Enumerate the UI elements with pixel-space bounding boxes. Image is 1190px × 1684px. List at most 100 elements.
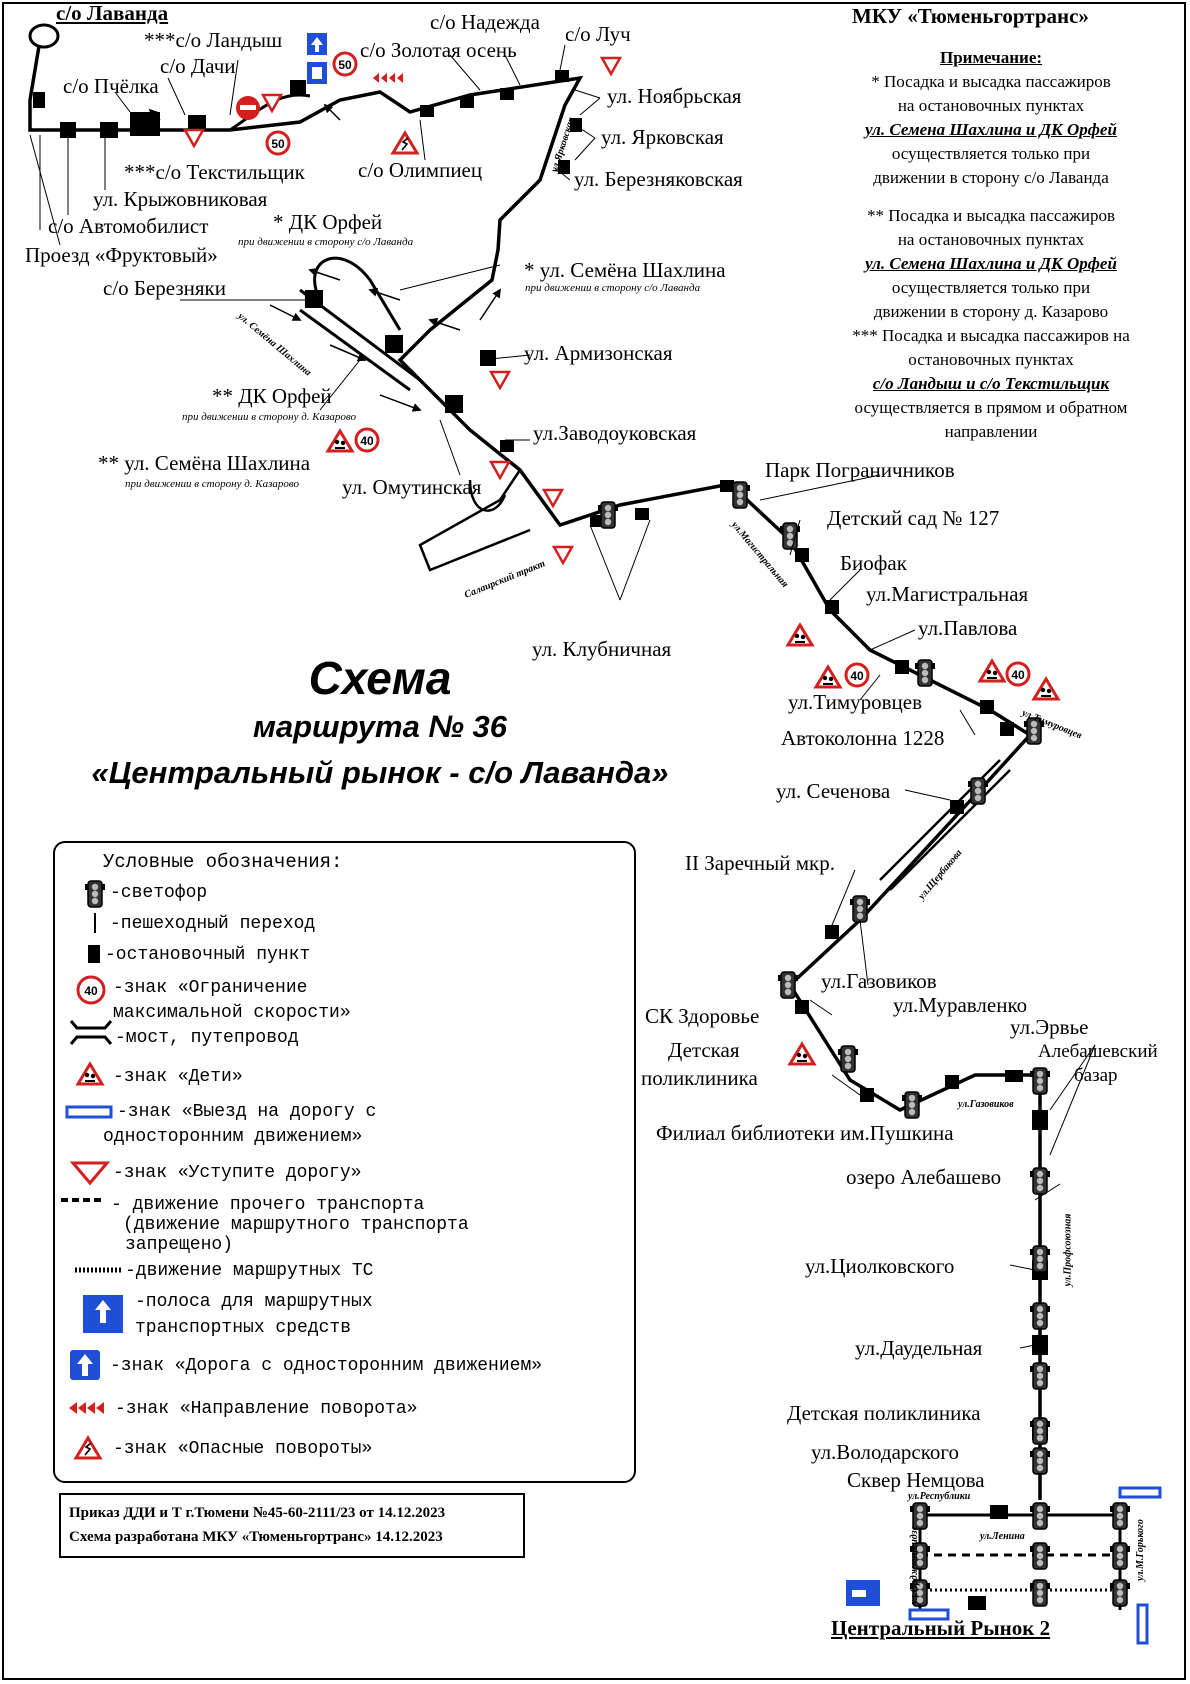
remark-line: * Посадка и высадка пассажиров [871,72,1111,91]
stop-label: Проезд «Фруктовый» [25,243,218,267]
remark-stops: с/о Ландыш и с/о Текстильщик [872,374,1110,393]
scheme-title: Схема маршрута № 36 «Центральный рынок -… [20,652,740,796]
stop-label: ***с/о Ландыш [144,28,283,52]
road-sign-markers [183,33,1162,1645]
remark-line: осуществляется только при [891,144,1091,163]
stop-label: ул.Газовиков [821,969,937,993]
remark-line: на остановочных пунктах [897,230,1085,249]
stop-note: при движении в сторону с/о Лаванда [238,236,414,248]
stop-label: ул.Муравленко [893,993,1028,1017]
speed-limit-value: 50 [271,137,285,151]
stop-label: ул.Магистральная [866,582,1029,606]
stop-label: ул. Березняковская [574,167,743,191]
speed-limit-value: 40 [360,434,374,448]
stop-label: Филиал библиотеки им.Пушкина [656,1121,954,1145]
stop-label: с/о Золотая осень [360,38,517,62]
legend-item-one-way-road: -знак «Дорога с односторонним движением» [110,1356,543,1376]
stop-label: поликлиника [641,1066,758,1090]
speed-limit-value: 40 [1011,668,1025,682]
title-line: Схема [308,652,452,704]
legend-item-other-traffic: (движение маршрутного транспорта [123,1215,469,1235]
street-label: ул.Орджоникидзе [909,1525,921,1605]
legend-item-bus-lane: транспортных средств [135,1318,352,1338]
legend-item-bus-lane: -полоса для маршрутных [135,1292,373,1312]
legend-item-crosswalk: -пешеходный переход [110,914,316,934]
stop-label: Детская поликлиника [787,1401,981,1425]
legend-item-one-way-exit: односторонним движением» [103,1127,363,1147]
stop-label: ул. Армизонская [524,341,673,365]
remark-stops: ул. Семена Шахлина и ДК Орфей [865,120,1117,139]
stop-label: с/о Автомобилист [48,214,209,238]
legend-item-bridge: -мост, путепровод [115,1028,299,1048]
street-label: ул.Республики [908,1491,971,1502]
stop-label: ул.Заводоуковская [533,421,697,445]
stop-label: с/о Лаванда [56,1,169,25]
title-line: маршрута № 36 [252,709,508,744]
stop-label: ул. Омутинская [342,475,482,499]
stop-label: ул.Циолковского [805,1254,955,1278]
remark-line: осуществляется в прямом и обратном [854,398,1128,417]
stop-label: ул.Володарского [811,1440,959,1464]
stop-label: * ул. Семёна Шахлина [524,258,726,282]
legend-item-turn-direction: -знак «Направление поворота» [115,1399,418,1419]
stop-label: Биофак [840,551,907,575]
stop-label: ул. Ярковская [601,125,724,149]
speed-limit-value: 40 [850,669,864,683]
legend-item-one-way-exit: -знак «Выезд на дорогу с [117,1102,377,1122]
stop-note: при движении в сторону д. Казарово [182,411,356,423]
leader-lines [29,44,1096,1349]
organization-name: МКУ «Тюменьгортранс» [852,4,1089,28]
legend-item-bus-stop: -остановочный пункт [105,945,311,965]
legend-item-dangerous-turns: -знак «Опасные повороты» [113,1439,373,1459]
svg-text:40: 40 [84,984,98,998]
stop-label: ул.Тимуровцев [788,690,923,714]
stop-label: с/о Луч [565,22,631,46]
title-line: «Центральный рынок - с/о Лаванда» [91,755,669,790]
stop-label: ул.Даудельная [855,1336,983,1360]
remark-line: остановочных пунктах [908,350,1074,369]
stop-label: СК Здоровье [645,1004,760,1028]
legend-item-children: -знак «Дети» [113,1067,243,1087]
stop-label: с/о Олимпиец [358,158,483,182]
legend-item-traffic-light: -светофор [110,883,208,903]
stop-label: с/о Дачи [160,54,236,78]
legend-item-speed-limit: -знак «Ограничение [113,978,308,998]
stop-note: при движении в сторону с/о Лаванда [525,282,701,294]
stop-label: ** ул. Семёна Шахлина [98,451,311,475]
stop-label: ул.Эрвье [1010,1015,1089,1039]
speed-limit-value: 50 [338,58,352,72]
remark-line: ** Посадка и высадка пассажиров [866,206,1116,225]
remark-line: на остановочных пунктах [897,96,1085,115]
stop-label: ***с/о Текстильщик [124,160,305,184]
legend-item-route-movement: -движение маршрутных ТС [125,1261,374,1281]
remarks-block: Примечание: * Посадка и высадка пассажир… [812,46,1170,444]
stop-label: Сквер Немцова [847,1468,985,1492]
remark-line: движении в сторону д. Казарово [873,302,1109,321]
developed-text: Схема разработана МКУ «Тюменьгортранс» 1… [69,1529,443,1545]
remark-line: осуществляется только при [891,278,1091,297]
legend-heading: Условные обозначения: [103,851,343,873]
remark-line: направлении [944,422,1038,441]
stop-label: Центральный Рынок 2 [831,1616,1051,1640]
remark-stops: ул. Семена Шахлина и ДК Орфей [865,254,1117,273]
street-label: ул.М.Горького [1134,1519,1146,1581]
legend-panel: Условные обозначения: 40 -светофор -пеше… [53,841,636,1483]
stop-label: Детская [668,1038,740,1062]
street-label: ул.Газовиков [958,1099,1014,1110]
stop-label: II Заречный мкр. [685,851,836,875]
remark-line: движении в сторону с/о Лаванда [873,168,1109,187]
bus-stop-markers [33,70,1048,1610]
order-box: Приказ ДДИ и Т г.Тюмени №45-60-2111/23 о… [59,1493,525,1558]
stop-label: * ДК Орфей [273,210,383,234]
stop-label: ** ДК Орфей [212,384,332,408]
stop-label: озеро Алебашево [846,1165,1002,1189]
stop-label: базар [1074,1065,1118,1086]
stop-label: с/о Надежда [430,10,540,34]
stop-label: с/о Пчёлка [63,74,159,98]
legend-icons: 40 [61,880,123,1460]
legend-item-other-traffic: запрещено) [125,1235,234,1255]
street-label: ул.Ленина [980,1531,1025,1542]
stop-label: Парк Пограничников [765,458,955,482]
remark-line: *** Посадка и высадка пассажиров на [852,326,1130,345]
